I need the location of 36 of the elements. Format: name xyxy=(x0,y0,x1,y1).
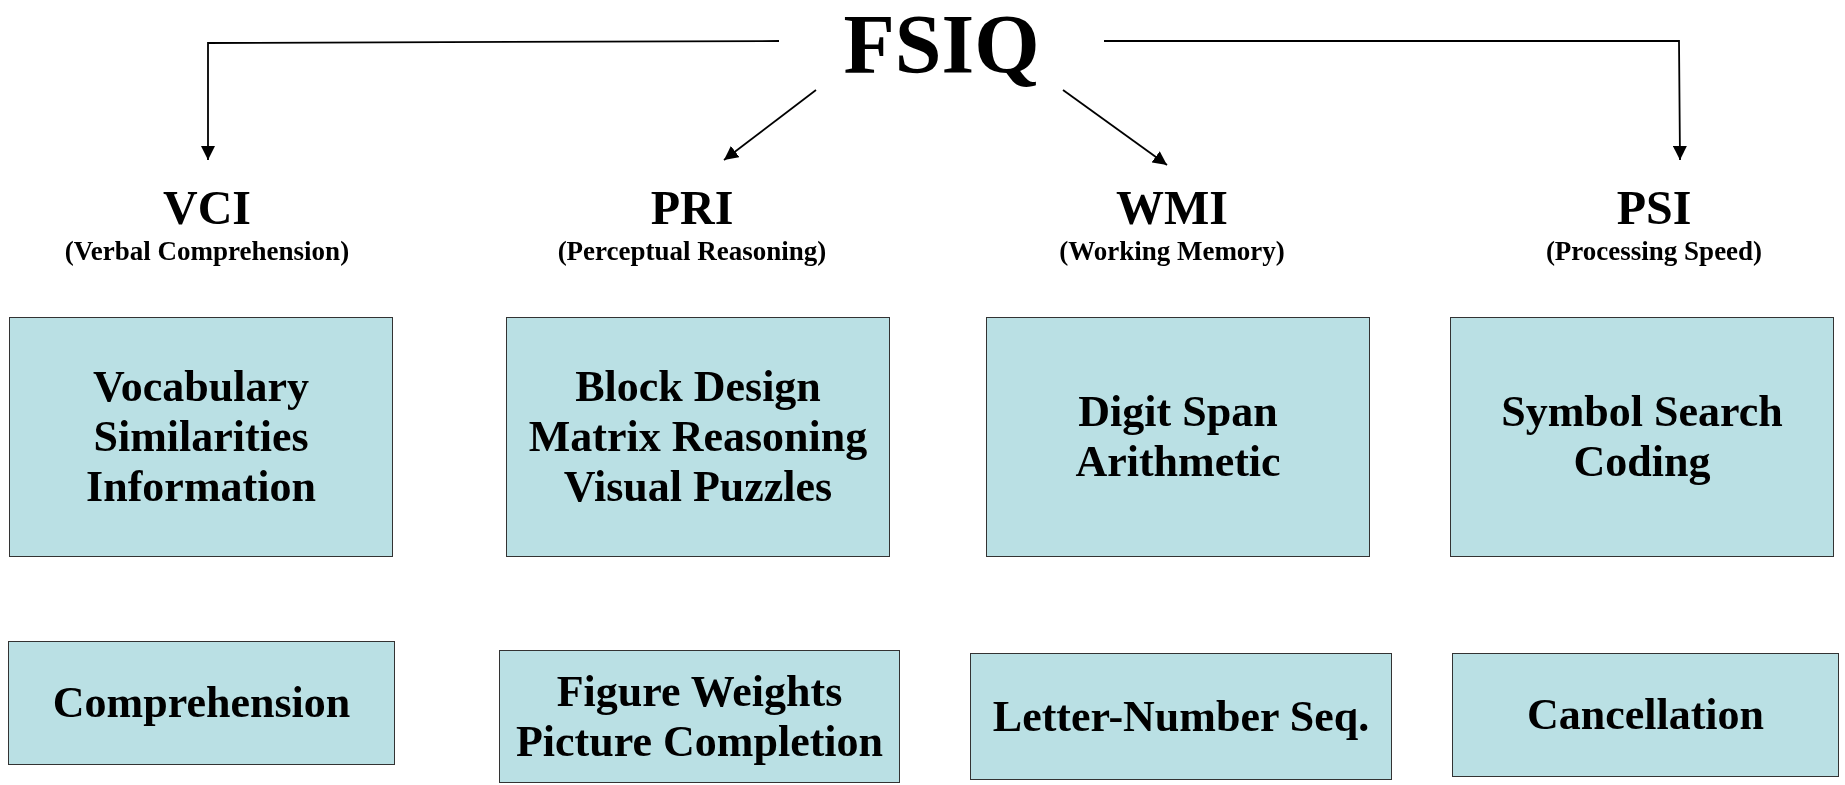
subtest-name: Picture Completion xyxy=(516,716,883,767)
subtest-box xyxy=(1452,653,1839,777)
subtest-box xyxy=(986,317,1370,557)
subtest-name: Block Design xyxy=(575,362,821,413)
subtest-box xyxy=(499,650,900,783)
index-name: (Processing Speed) xyxy=(1545,234,1763,268)
score-title: FSIQ xyxy=(843,3,1040,87)
index-abbreviation: PSI xyxy=(1616,182,1692,235)
subtest-box xyxy=(1450,317,1834,557)
index-abbreviation: WMI xyxy=(1116,182,1228,235)
index-abbreviation: PRI xyxy=(650,182,734,235)
index-name: (Verbal Comprehension) xyxy=(64,234,350,268)
index-abbreviation: VCI xyxy=(163,182,251,235)
subtest-name: Digit Span xyxy=(1078,387,1278,437)
arrow xyxy=(1062,89,1168,166)
subtest-name: Cancellation xyxy=(1526,690,1765,740)
index-name: (Working Memory) xyxy=(1059,234,1285,268)
subtest-name: Figure Weights xyxy=(556,666,843,717)
arrow xyxy=(723,89,817,161)
arrow xyxy=(1103,40,1687,161)
index-name: (Perceptual Reasoning) xyxy=(557,234,827,268)
subtest-name: Information xyxy=(86,461,316,512)
subtest-name: Vocabulary xyxy=(93,362,309,413)
subtest-box xyxy=(970,653,1392,780)
subtest-box xyxy=(506,317,890,557)
subtest-name: Comprehension xyxy=(52,678,351,728)
subtest-name: Visual Puzzles xyxy=(563,461,833,512)
subtest-name: Letter-Number Seq. xyxy=(992,691,1370,742)
subtest-name: Arithmetic xyxy=(1075,437,1281,487)
subtest-name: Symbol Search xyxy=(1501,387,1783,437)
arrow xyxy=(201,40,780,161)
subtest-box xyxy=(9,317,393,557)
subtest-box xyxy=(8,641,395,765)
subtest-name: Similarities xyxy=(93,412,309,462)
subtest-name: Coding xyxy=(1573,437,1711,487)
subtest-name: Matrix Reasoning xyxy=(528,412,868,462)
